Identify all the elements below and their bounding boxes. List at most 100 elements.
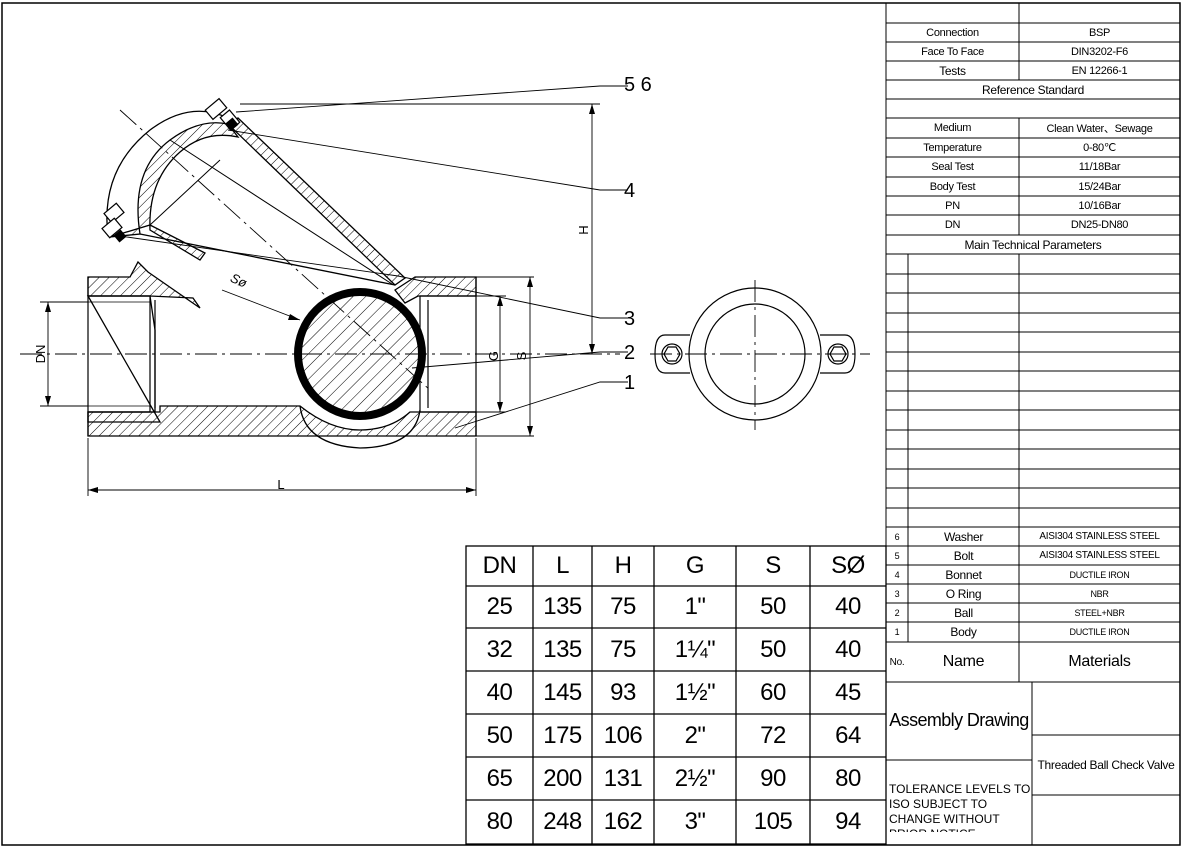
part-name-5: Bolt	[953, 548, 974, 563]
param-value-temperature: 0-80℃	[1083, 142, 1116, 154]
bonnet-outline	[106, 110, 229, 237]
part-name-2: Ball	[954, 605, 973, 620]
dim-label-h: H	[575, 225, 591, 235]
dim-cell-so-row3: 45	[835, 678, 861, 706]
callout-leaders	[119, 85, 628, 429]
dim-label-g: G	[485, 350, 501, 362]
param-value-medium: Clean Water、Sewage	[1046, 123, 1153, 135]
dim-cell-g-row1: 1"	[684, 593, 706, 620]
ref-label-tests: Tests	[939, 63, 966, 78]
part-name-3: O Ring	[945, 586, 982, 601]
dim-cell-s-row3: 60	[760, 678, 786, 706]
param-value-dn: DN25-DN80	[1070, 219, 1129, 231]
part-no-5: 5	[894, 550, 900, 561]
left-thread	[88, 295, 156, 413]
valve-body	[86, 117, 477, 449]
callout-1: 1	[624, 372, 636, 394]
ref-value-tests: EN 12266-1	[1071, 64, 1128, 77]
dim-cell-l-row5: 200	[543, 764, 582, 792]
parts-header-material: Materials	[1068, 653, 1131, 670]
reference-standard-title: Reference Standard	[981, 82, 1084, 97]
dim-cell-dn-row6: 80	[486, 808, 513, 835]
part-material-6: AISI304 STAINLESS STEEL	[1039, 531, 1160, 542]
product-name: Threaded Ball Check Valve	[1037, 758, 1175, 772]
dim-cell-g-row2: 1¼"	[674, 635, 716, 663]
param-label-medium: Medium	[933, 122, 972, 134]
dim-label-s: S	[513, 351, 529, 361]
param-label-pn: PN	[945, 199, 960, 212]
tolerance-note: TOLERANCE LEVELS TO ISO SUBJECT TO CHANG…	[889, 782, 1031, 832]
part-no-2: 2	[894, 607, 900, 618]
right-panel-grid	[885, 2, 1181, 846]
dim-cell-s-row4: 72	[760, 721, 786, 749]
dim-cell-dn-row5: 65	[486, 764, 513, 792]
technical-parameters-title: Main Technical Parameters	[964, 237, 1102, 252]
part-material-5: AISI304 STAINLESS STEEL	[1039, 550, 1160, 561]
dim-header-so: SØ	[831, 552, 865, 579]
dim-cell-dn-row2: 32	[486, 635, 513, 663]
parts-header-name: Name	[942, 653, 985, 670]
param-value-pn: 10/16Bar	[1078, 199, 1121, 212]
dim-label-dn: DN	[32, 344, 48, 364]
part-no-3: 3	[894, 588, 900, 599]
dim-cell-dn-row4: 50	[486, 721, 513, 749]
dim-header-dn: DN	[482, 552, 517, 579]
param-label-seal-test: Seal Test	[931, 161, 974, 173]
part-name-1: Body	[950, 625, 977, 639]
dim-header-l: L	[556, 552, 569, 579]
part-material-2: STEEL+NBR	[1074, 607, 1125, 618]
param-label-temperature: Temperature	[923, 141, 982, 154]
callout-2: 2	[624, 342, 636, 364]
callout-3: 3	[624, 308, 636, 330]
part-name-4: Bonnet	[945, 567, 982, 582]
dim-cell-so-row1: 40	[835, 593, 861, 620]
dim-cell-l-row6: 248	[543, 808, 582, 835]
dim-cell-h-row3: 93	[610, 678, 636, 706]
centerlines	[20, 109, 870, 430]
callout-4: 4	[624, 180, 636, 202]
ref-label-connection: Connection	[926, 26, 979, 39]
dim-cell-l-row1: 135	[543, 593, 582, 620]
part-no-6: 6	[894, 531, 900, 542]
part-no-4: 4	[894, 569, 900, 580]
ref-label-face-to-face: Face To Face	[921, 45, 984, 58]
ref-value-connection: BSP	[1088, 26, 1111, 39]
dim-header-g: G	[685, 552, 705, 579]
dim-cell-h-row1: 75	[610, 593, 636, 620]
dim-cell-h-row5: 131	[603, 764, 643, 792]
part-material-3: NBR	[1090, 588, 1109, 599]
dim-cell-l-row2: 135	[543, 635, 582, 663]
parts-header-no: No.	[889, 656, 905, 668]
part-name-6: Washer	[943, 529, 984, 544]
end-view	[654, 287, 856, 421]
dim-cell-so-row6: 94	[835, 808, 861, 835]
dim-cell-g-row5: 2½"	[674, 764, 716, 792]
dim-cell-so-row4: 64	[835, 721, 861, 749]
dimension-table-grid	[465, 545, 887, 845]
dimension-lines	[40, 103, 600, 496]
dim-header-s: S	[765, 552, 781, 579]
param-label-dn: DN	[944, 219, 961, 231]
dim-label-l: L	[277, 476, 285, 492]
callout-5-6: 5 6	[624, 74, 652, 96]
param-label-body-test: Body Test	[929, 180, 976, 193]
dim-cell-l-row4: 175	[543, 721, 582, 749]
dim-cell-so-row5: 80	[835, 764, 861, 792]
dim-header-h: H	[614, 552, 632, 579]
arrowheads	[45, 104, 595, 493]
dim-cell-g-row6: 3"	[684, 808, 706, 835]
param-value-seal-test: 11/18Bar	[1078, 161, 1121, 173]
dim-cell-so-row2: 40	[835, 635, 861, 663]
part-material-1: DUCTILE IRON	[1069, 627, 1130, 637]
dim-cell-dn-row3: 40	[486, 678, 513, 706]
bolt-upper	[204, 97, 241, 131]
dim-cell-l-row3: 145	[543, 678, 582, 706]
dim-cell-s-row1: 50	[760, 593, 786, 620]
dim-cell-s-row2: 50	[760, 635, 786, 663]
dim-cell-g-row4: 2"	[684, 721, 706, 749]
dim-cell-h-row6: 162	[603, 808, 643, 835]
dim-cell-dn-row1: 25	[486, 593, 513, 620]
dim-cell-h-row2: 75	[610, 635, 636, 663]
param-value-body-test: 15/24Bar	[1078, 180, 1121, 193]
